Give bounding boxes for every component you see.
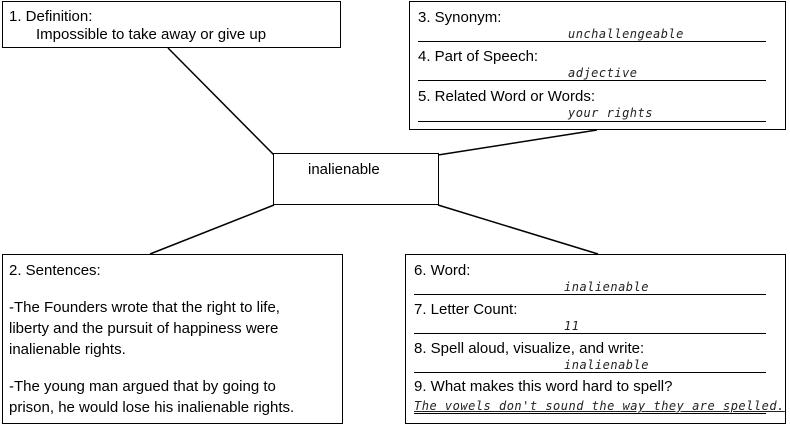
- definition-text: Impossible to take away or give up: [36, 26, 267, 43]
- sentence-2-line-2: prison, he would lose his inalienable ri…: [9, 399, 295, 416]
- part-of-speech-answer: adjective: [568, 66, 638, 80]
- spell-aloud-answer: inalienable: [564, 358, 649, 372]
- letter-count-answer: 11: [564, 319, 580, 333]
- center-word-box: inalienable: [273, 153, 439, 205]
- letter-count-writing-line: [414, 333, 766, 334]
- connector-sentences: [149, 204, 275, 255]
- definition-label: 1. Definition:: [9, 8, 93, 25]
- definition-box: 1. Definition: Impossible to take away o…: [2, 1, 341, 48]
- sentences-box: 2. Sentences: -The Founders wrote that t…: [2, 254, 343, 424]
- hard-to-spell-answer: The vowels don't sound the way they are …: [414, 399, 785, 413]
- sentence-2-line-1: -The young man argued that by going to: [9, 378, 276, 395]
- letter-count-label: 7. Letter Count:: [414, 301, 518, 318]
- spell-aloud-label: 8. Spell aloud, visualize, and write:: [414, 340, 645, 357]
- related-words-label: 5. Related Word or Words:: [418, 88, 596, 105]
- word-details-box: 3. Synonym: unchallengeable 4. Part of S…: [409, 1, 786, 130]
- sentence-1-line-1: -The Founders wrote that the right to li…: [9, 299, 280, 316]
- part-of-speech-writing-line: [418, 80, 766, 81]
- sentences-label: 2. Sentences:: [9, 262, 101, 279]
- hard-to-spell-label: 9. What makes this word hard to spell?: [414, 378, 673, 395]
- part-of-speech-label: 4. Part of Speech:: [418, 48, 539, 65]
- related-words-answer: your rights: [568, 106, 653, 120]
- synonym-label: 3. Synonym:: [418, 9, 502, 26]
- word-answer: inalienable: [564, 280, 649, 294]
- related-words-writing-line: [418, 121, 766, 122]
- hard-to-spell-writing-line: [414, 413, 766, 414]
- synonym-writing-line: [418, 41, 766, 42]
- word-label: 6. Word:: [414, 262, 471, 279]
- connector-bottom-right: [437, 204, 599, 255]
- sentence-1-line-2: liberty and the pursuit of happiness wer…: [9, 320, 279, 337]
- connector-top-right: [437, 129, 598, 156]
- word-writing-line: [414, 294, 766, 295]
- connector-definition: [167, 47, 275, 156]
- spelling-box: 6. Word: inalienable 7. Letter Count: 11…: [405, 254, 786, 424]
- spell-aloud-writing-line: [414, 372, 766, 373]
- center-word: inalienable: [308, 161, 380, 178]
- sentence-1-line-3: inalienable rights.: [9, 341, 126, 358]
- synonym-answer: unchallengeable: [568, 27, 684, 41]
